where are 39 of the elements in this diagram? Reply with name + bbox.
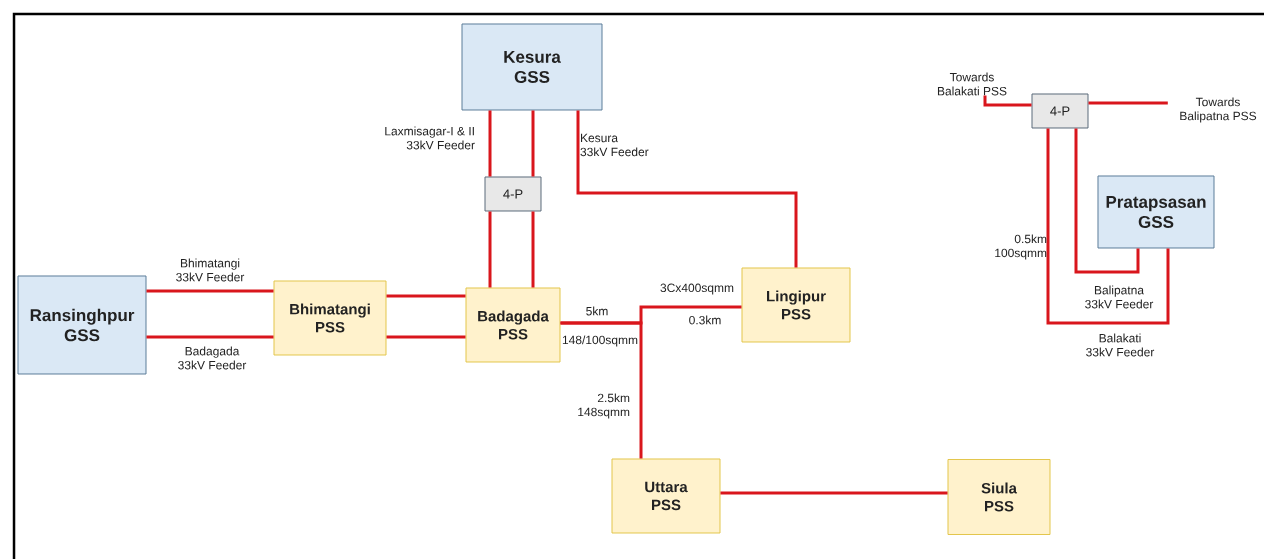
feeder-line [720, 491, 948, 495]
edge-label: Bhimatangi 33kV Feeder [176, 258, 245, 282]
switch-box: 4-P [484, 176, 542, 212]
substation-box: Badagada PSS [465, 287, 561, 363]
destination-label: Towards Balipatna PSS [1180, 97, 1257, 123]
substation-box: Pratapsasan GSS [1097, 175, 1215, 249]
edge-label: Balakati 33kV Feeder [1086, 333, 1155, 357]
substation-box: Lingipur PSS [741, 267, 851, 343]
cable-label: 0.5km 100sqmm [995, 234, 1047, 260]
feeder-line [560, 321, 643, 459]
cable-label: 3Cx400sqmm [660, 283, 734, 295]
edge-label: Balipatna 33kV Feeder [1085, 285, 1154, 309]
cable-label: 5km [586, 306, 608, 316]
substation-box: Uttara PSS [611, 458, 721, 534]
feeder-line [386, 335, 466, 339]
feeder-line [146, 289, 274, 293]
feeder-line [531, 211, 535, 288]
edge-label: Laxmisagar-I & II 33kV Feeder [385, 126, 475, 150]
feeder-line [983, 95, 1032, 107]
substation-box: Bhimatangi PSS [273, 280, 387, 356]
feeder-line [1074, 128, 1140, 274]
feeder-line [531, 110, 535, 177]
edge-label: 2.5km 148sqmm [578, 393, 630, 419]
cable-label: 0.3km [689, 315, 721, 325]
substation-box: Ransinghpur GSS [17, 275, 147, 375]
substation-box: Kesura GSS [461, 23, 603, 111]
substation-box: Siula PSS [947, 459, 1051, 535]
feeder-line [488, 110, 492, 177]
feeder-line [1088, 101, 1168, 105]
feeder-line [488, 211, 492, 288]
destination-label: Towards Balakati PSS [937, 72, 1007, 96]
feeder-line [386, 294, 466, 298]
edge-label: Badagada 33kV Feeder [178, 346, 247, 370]
switch-box: 4-P [1031, 93, 1089, 129]
feeder-line [146, 335, 274, 339]
feeder-line [1046, 128, 1170, 325]
edge-label: Kesura 33kV Feeder [580, 133, 649, 157]
cable-label: 148/100sqmm [562, 335, 638, 347]
feeder-line [576, 110, 798, 268]
